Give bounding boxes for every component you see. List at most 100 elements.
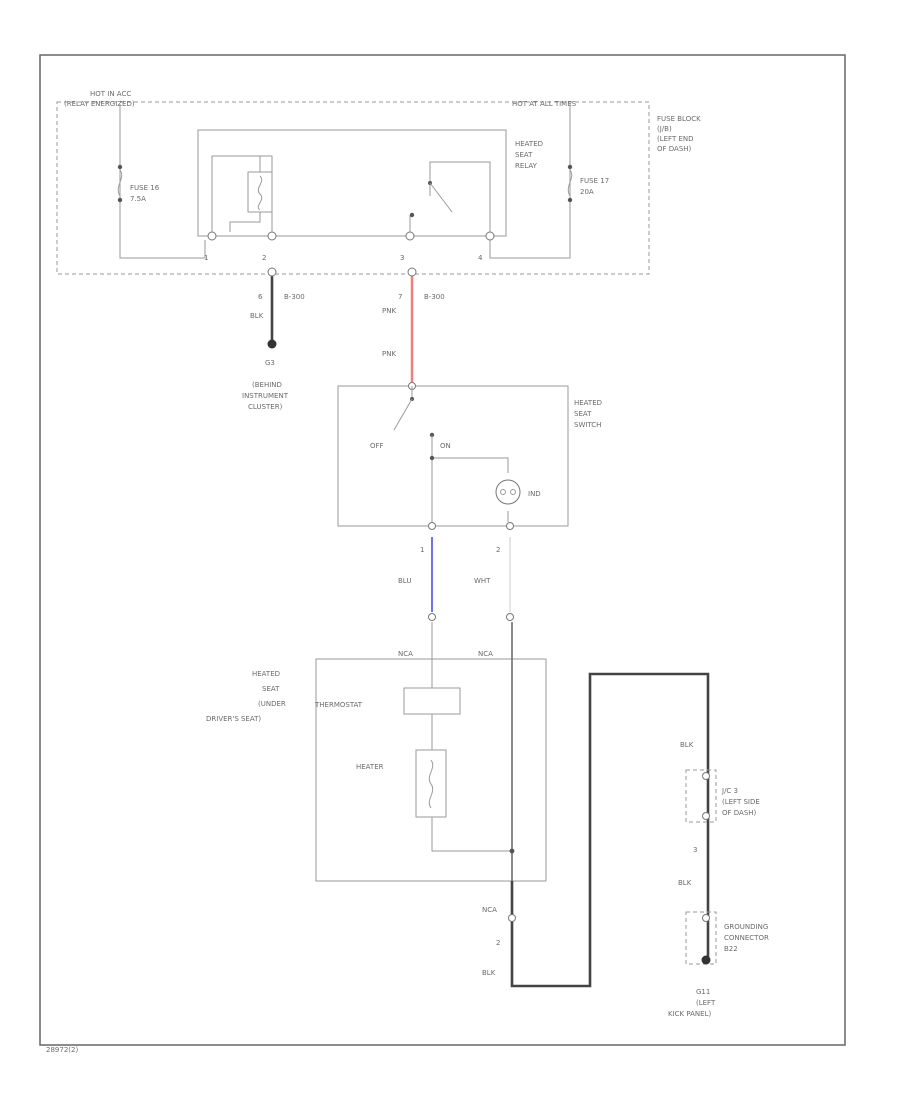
- blu-wire-terminal: [428, 613, 436, 621]
- nca-bottom-label: NCA: [482, 906, 497, 914]
- jc3-terminal-top: [702, 772, 710, 780]
- switch-internal-wires: [431, 435, 509, 522]
- hot-in-acc-label: HOT IN ACC: [90, 90, 131, 98]
- jc3-label-1: J/C 3: [721, 787, 738, 795]
- relay-switch-arm: [429, 182, 453, 213]
- indicator-lamp-icon: [495, 479, 521, 505]
- relay-pin-4: 4: [478, 254, 483, 262]
- heated-seat-label-2: SEAT: [262, 685, 280, 693]
- relay-pin-1-terminal: [207, 231, 217, 241]
- heated-seat-box: [315, 658, 547, 882]
- heater-element-icon: [415, 749, 447, 818]
- relay-pin-1: 1: [204, 254, 208, 262]
- pnk-color-label-top: PNK: [382, 307, 396, 315]
- fuse16-rating: 7.5A: [130, 195, 146, 203]
- relay-contact-wires: [409, 161, 491, 232]
- switch-pin-1: 1: [420, 546, 424, 554]
- switch-pin-2-terminal: [506, 522, 514, 530]
- thermostat-label: THERMOSTAT: [314, 701, 363, 709]
- fuse17-terminal-top: [567, 164, 573, 170]
- g11-label-3: KICK PANEL): [668, 1010, 711, 1018]
- switch-label-1: HEATED: [574, 399, 602, 407]
- fuse-block-label-3: (LEFT END: [657, 135, 694, 143]
- grounding-connector-label-1: GROUNDING: [724, 923, 768, 931]
- indicator-label: IND: [528, 490, 541, 498]
- switch-arm: [393, 398, 413, 431]
- ground-return-wire: [510, 672, 710, 988]
- g11-label-1: G11: [696, 988, 710, 996]
- fuse16-icon: [117, 169, 123, 197]
- switch-pin-1-terminal: [428, 522, 436, 530]
- g3-label-3: INSTRUMENT: [242, 392, 289, 400]
- relay-label-1: HEATED: [515, 140, 543, 148]
- relay-coil-wires: [211, 155, 273, 232]
- wht-wire-terminal: [506, 613, 514, 621]
- relay-label-3: RELAY: [515, 162, 538, 170]
- relay-contact-point: [409, 212, 415, 218]
- fuse-block-label-4: OF DASH): [657, 145, 692, 153]
- relay-pin-2-terminal: [267, 231, 277, 241]
- relay-pin-4-terminal: [485, 231, 495, 241]
- fuse-block-outline: [56, 101, 650, 275]
- switch-label-3: SWITCH: [574, 421, 601, 429]
- wht-color-label: WHT: [474, 577, 491, 585]
- hot-at-all-times-label: HOT AT ALL TIMES: [512, 100, 577, 108]
- heated-seat-bottom-pin: 2: [496, 939, 500, 947]
- switch-label-2: SEAT: [574, 410, 592, 418]
- fuse17-label: FUSE 17: [580, 177, 609, 185]
- fuse-block-label-1: FUSE BLOCK: [657, 115, 701, 123]
- connector-b300-right: [407, 267, 417, 277]
- blk-top-label: BLK: [680, 741, 694, 749]
- nca-left-label: NCA: [398, 650, 413, 658]
- relay-coil-winding: [257, 175, 263, 211]
- thermostat-icon: [403, 687, 461, 715]
- g3-label-4: CLUSTER): [248, 403, 283, 411]
- switch-off-label: OFF: [370, 442, 384, 450]
- grounding-connector-dashed-box: [685, 911, 717, 965]
- relay-pin-3-terminal: [405, 231, 415, 241]
- indicator-lamp-filament-left: [500, 489, 506, 495]
- heater-junction-dot: [509, 848, 515, 854]
- left-pin-number: 6: [258, 293, 263, 301]
- switch-pin-2: 2: [496, 546, 500, 554]
- left-wire-color: BLK: [250, 312, 264, 320]
- ground-g11-icon: [701, 955, 711, 965]
- blu-color-label: BLU: [398, 577, 411, 585]
- fuse-block-label-2: (J/B): [657, 125, 672, 133]
- relay-coil-icon: [247, 171, 273, 213]
- pnk-color-label-bottom: PNK: [382, 350, 396, 358]
- switch-junction-dot: [429, 455, 435, 461]
- heated-seat-label-3: (UNDER: [258, 700, 286, 708]
- relay-label-2: SEAT: [515, 151, 533, 159]
- right-connector-label: B-300: [424, 293, 445, 301]
- connector-b300-left: [267, 267, 277, 277]
- fuse16-wire: [119, 104, 206, 259]
- diagram-frame: [39, 54, 846, 1046]
- grounding-connector-terminal: [702, 914, 710, 922]
- fuse17-rating: 20A: [580, 188, 594, 196]
- heated-seat-bottom-color: BLK: [482, 969, 496, 977]
- fuse17-icon: [567, 169, 573, 197]
- grounding-connector-label-3: B22: [724, 945, 738, 953]
- heated-seat-switch-box: [337, 385, 569, 527]
- relay-energized-label: (RELAY ENERGIZED): [64, 100, 135, 108]
- frame-code: 28972(2): [46, 1046, 78, 1054]
- g3-label-1: G3: [265, 359, 275, 367]
- left-connector-label: B-300: [284, 293, 305, 301]
- fuse16-terminal-top: [117, 164, 123, 170]
- jc3-label-2: (LEFT SIDE: [722, 798, 760, 806]
- heated-seat-label-1: HEATED: [252, 670, 280, 678]
- heated-seat-bottom-terminal: [508, 914, 516, 922]
- fuse16-terminal-bottom: [117, 197, 123, 203]
- g3-label-2: (BEHIND: [252, 381, 282, 389]
- jc3-terminal-bottom: [702, 812, 710, 820]
- right-pin-number: 7: [398, 293, 402, 301]
- heater-element-coil: [428, 759, 434, 809]
- g11-label-2: (LEFT: [696, 999, 716, 1007]
- switch-on-label: ON: [440, 442, 451, 450]
- fuse17-terminal-bottom: [567, 197, 573, 203]
- ground-g3-icon: [267, 339, 277, 349]
- grounding-connector-label-2: CONNECTOR: [724, 934, 769, 942]
- blk-bottom-label: BLK: [678, 879, 692, 887]
